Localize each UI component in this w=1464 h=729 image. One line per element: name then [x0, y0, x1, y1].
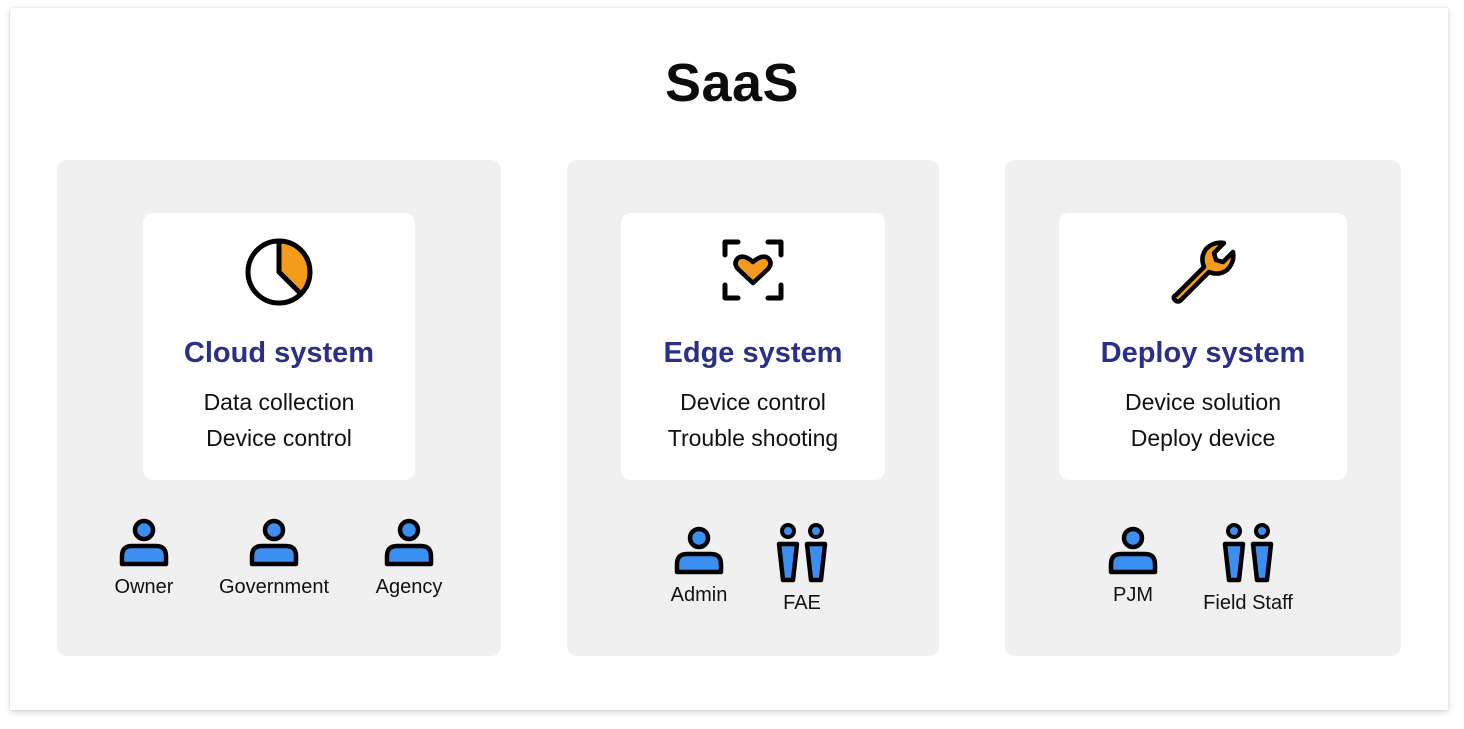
card-line: Deploy device: [1130, 425, 1276, 451]
person-icon: [119, 518, 169, 567]
role-agency: Agency: [339, 518, 479, 599]
card-line: Data collection: [203, 389, 355, 415]
person-icon: [249, 518, 299, 567]
card-deploy-system: Deploy system Device solution Deploy dev…: [1059, 213, 1347, 480]
role-label: Agency: [375, 576, 443, 598]
card-line: Device solution: [1125, 389, 1281, 415]
role-pjm: PJM: [1063, 526, 1203, 607]
panel-cloud-system: Cloud system Data collection Device cont…: [57, 160, 501, 656]
role-owner: Owner: [74, 518, 214, 599]
person-icon: [674, 526, 724, 575]
group-icon: [1222, 523, 1274, 583]
card-line: Device control: [206, 425, 352, 451]
role-label: Government: [218, 576, 330, 598]
role-label: Field Staff: [1203, 592, 1293, 614]
panel-deploy-system: Deploy system Device solution Deploy dev…: [1005, 160, 1401, 656]
card-line: Trouble shooting: [667, 425, 839, 451]
role-fae: FAE: [732, 522, 872, 615]
card-title: Deploy system: [1100, 337, 1306, 369]
role-label: FAE: [783, 592, 821, 614]
role-label: Admin: [670, 584, 728, 606]
diagram-title: SaaS: [664, 53, 800, 113]
pie-chart-icon: [143, 237, 415, 307]
card-title: Edge system: [663, 337, 843, 369]
person-icon: [1108, 526, 1158, 575]
role-admin: Admin: [629, 526, 769, 607]
group-icon: [776, 523, 828, 583]
scan-heart-icon: [621, 237, 885, 307]
role-label: PJM: [1113, 584, 1153, 606]
panel-edge-system: Edge system Device control Trouble shoot…: [567, 160, 939, 656]
card-cloud-system: Cloud system Data collection Device cont…: [143, 213, 415, 480]
wrench-icon: [1059, 237, 1347, 307]
role-government: Government: [204, 518, 344, 599]
card-title: Cloud system: [183, 337, 375, 369]
card-edge-system: Edge system Device control Trouble shoot…: [621, 213, 885, 480]
role-field-staff: Field Staff: [1178, 522, 1318, 615]
card-line: Device control: [680, 389, 826, 415]
role-label: Owner: [114, 576, 174, 598]
person-icon: [384, 518, 434, 567]
